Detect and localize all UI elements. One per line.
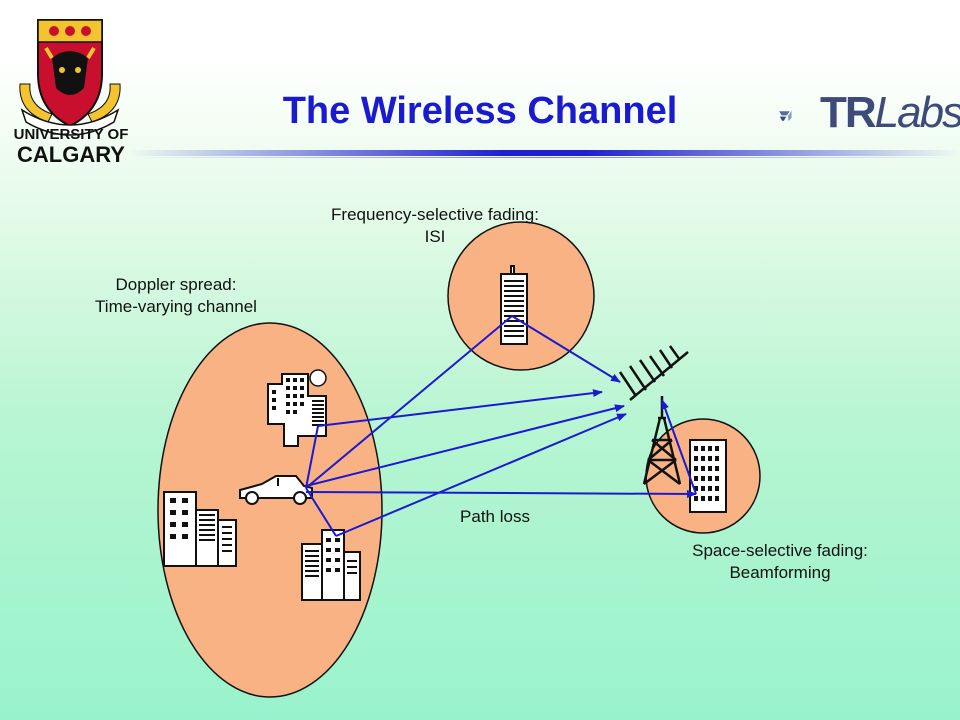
university-name-line1: UNIVERSITY OF [13,126,129,143]
title-underline [128,150,960,156]
car-mobile-icon [239,475,313,505]
trlabs-logo-text: TRLabs [820,88,960,138]
building-cluster-lower-icon [301,529,361,601]
path-car-to-upperbuilding [305,425,319,489]
frequency-selective-line2: ISI [424,227,446,246]
path-car-to-antenna-direct [305,489,697,498]
space-selective-line1: Space-selective fading: [692,541,868,560]
slide-title: The Wireless Channel [282,90,678,132]
antenna-tower-icon [618,345,689,485]
path-lowerbuilding-to-antenna [335,413,627,537]
trlabs-logo-mark [779,110,792,122]
doppler-spread-line1: Doppler spread: [115,275,237,294]
path-car-to-tallbuilding [305,315,513,489]
path-basebuilding-to-antenna [661,399,697,495]
path-loss-label: Path loss [460,507,530,526]
space-selective-label: Space-selective fading: Beamforming [650,540,910,584]
tall-building-icon [500,265,528,345]
trlabs-labs: Labs [874,88,960,137]
trlabs-tr: TR [820,88,877,137]
frequency-selective-line1: Frequency-selective fading: [331,205,539,224]
path-car-to-lowerbuilding [305,487,337,537]
sun-icon [309,369,327,387]
path-car-to-antenna-mid [305,404,625,487]
path-tallbuilding-to-antenna [511,315,621,383]
base-building-icon [689,439,727,513]
building-cluster-left-icon [163,491,237,567]
path-upperbuilding-to-antenna [317,389,603,427]
frequency-selective-label: Frequency-selective fading: ISI [290,204,580,248]
university-crest-logo [19,19,121,136]
university-name-line2: CALGARY [17,142,125,167]
propagation-paths [305,315,697,537]
space-selective-line2: Beamforming [729,563,831,582]
title-underline-thin [128,157,960,158]
doppler-spread-line2: Time-varying channel [95,297,257,316]
doppler-spread-label: Doppler spread: Time-varying channel [66,274,286,318]
